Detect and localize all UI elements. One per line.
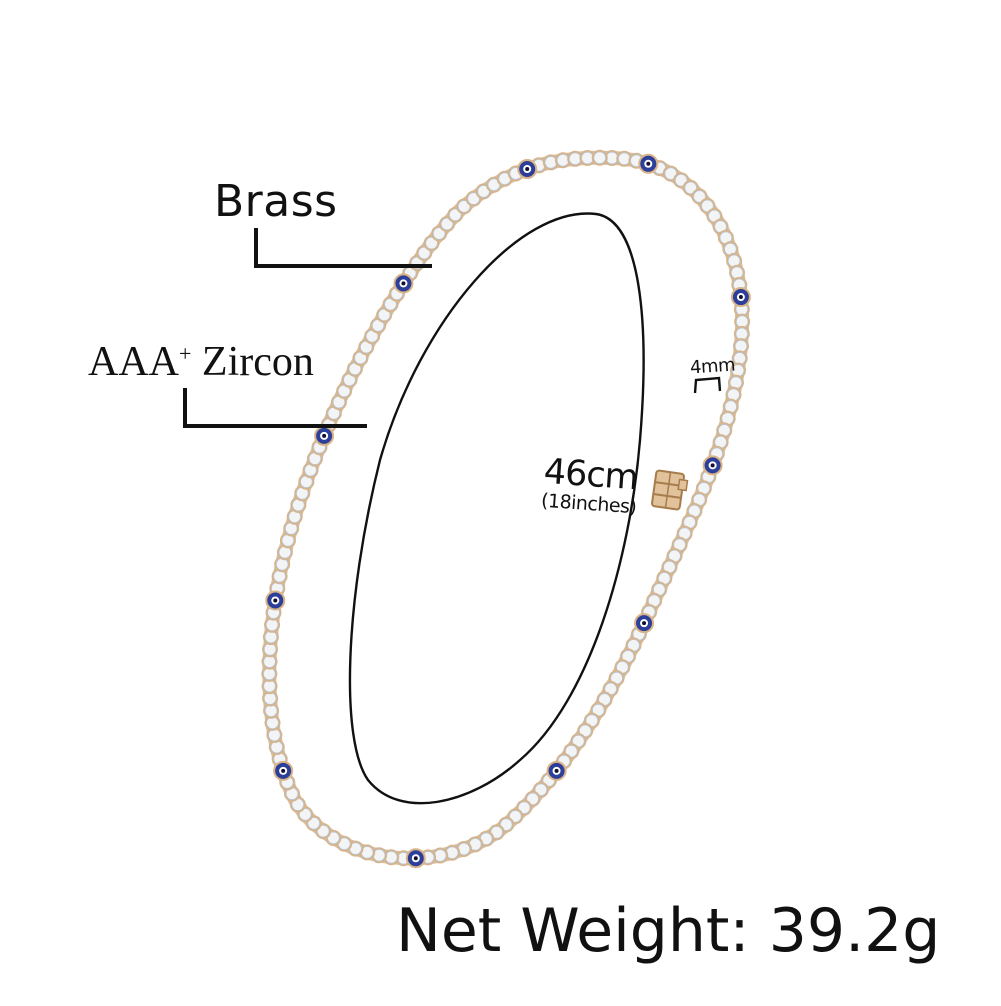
width-bracket: [693, 376, 722, 394]
chain-width-label: 4mm: [689, 354, 735, 378]
zircon-stone: [712, 218, 729, 235]
zircon-stone: [289, 796, 306, 813]
zircon-stone: [261, 653, 278, 670]
material-label: Brass: [214, 176, 338, 227]
evil-eye-bead: [702, 455, 723, 476]
zircon-stone: [262, 690, 279, 707]
zircon-stone: [651, 581, 668, 598]
zircon-stone: [681, 514, 698, 531]
evil-eye-bead: [405, 848, 426, 869]
stone-type-text: Zircon: [201, 339, 314, 385]
evil-eye-bead: [634, 613, 655, 634]
evil-eye-bead: [314, 425, 335, 446]
stone-grade-superscript: +: [179, 341, 192, 366]
zircon-stone: [382, 296, 399, 313]
stone-grade-text: AAA: [88, 339, 179, 385]
zircon-stone: [727, 374, 744, 391]
zircon-stone: [734, 313, 751, 330]
zircon-stone: [262, 641, 279, 658]
evil-eye-bead: [517, 159, 538, 180]
evil-eye-bead: [546, 760, 567, 781]
zircon-stone: [266, 727, 283, 744]
zircon-stone: [641, 603, 658, 620]
zircon-stone: [264, 616, 281, 633]
evil-eye-bead: [638, 153, 659, 174]
zircon-stone: [264, 714, 281, 731]
measure-loop-path: [348, 212, 645, 805]
zircon-stone: [591, 149, 608, 166]
zircon-stone: [371, 847, 388, 864]
material-text: Brass: [214, 176, 338, 227]
evil-eye-bead: [393, 273, 414, 294]
zircon-stone: [725, 386, 742, 403]
zircon-stone: [616, 150, 633, 167]
stone-label: AAA+ Zircon: [88, 338, 314, 386]
zircon-stone: [432, 847, 449, 864]
evil-eye-bead: [730, 287, 751, 308]
zircon-stone: [567, 150, 584, 167]
length-measurement-loop: [348, 212, 645, 805]
zircon-stone: [416, 244, 433, 261]
box-clasp-icon: [651, 469, 689, 511]
zircon-leader-line: [183, 388, 367, 428]
chain-width-text: 4mm: [689, 354, 736, 379]
evil-eye-bead: [265, 590, 286, 611]
zircon-stone: [271, 568, 288, 585]
zircon-stone: [431, 225, 448, 242]
zircon-stone: [274, 556, 291, 573]
zircon-stone: [732, 338, 749, 355]
zircon-stone: [731, 350, 748, 367]
net-weight-text: Net Weight: 39.2g: [396, 896, 941, 966]
zircon-stone: [542, 154, 559, 171]
evil-eye-bead: [273, 760, 294, 781]
zircon-stone: [383, 849, 400, 866]
zircon-stone: [729, 264, 746, 281]
zircon-stone: [444, 844, 461, 861]
evil-eye-beads: [265, 153, 751, 869]
length-label: 46cm (18inches): [538, 452, 642, 518]
brass-leader-line: [254, 228, 432, 268]
tennis-chain: [261, 149, 751, 867]
zircon-stone: [268, 739, 285, 756]
net-weight-label: Net Weight: 39.2g: [396, 896, 940, 966]
